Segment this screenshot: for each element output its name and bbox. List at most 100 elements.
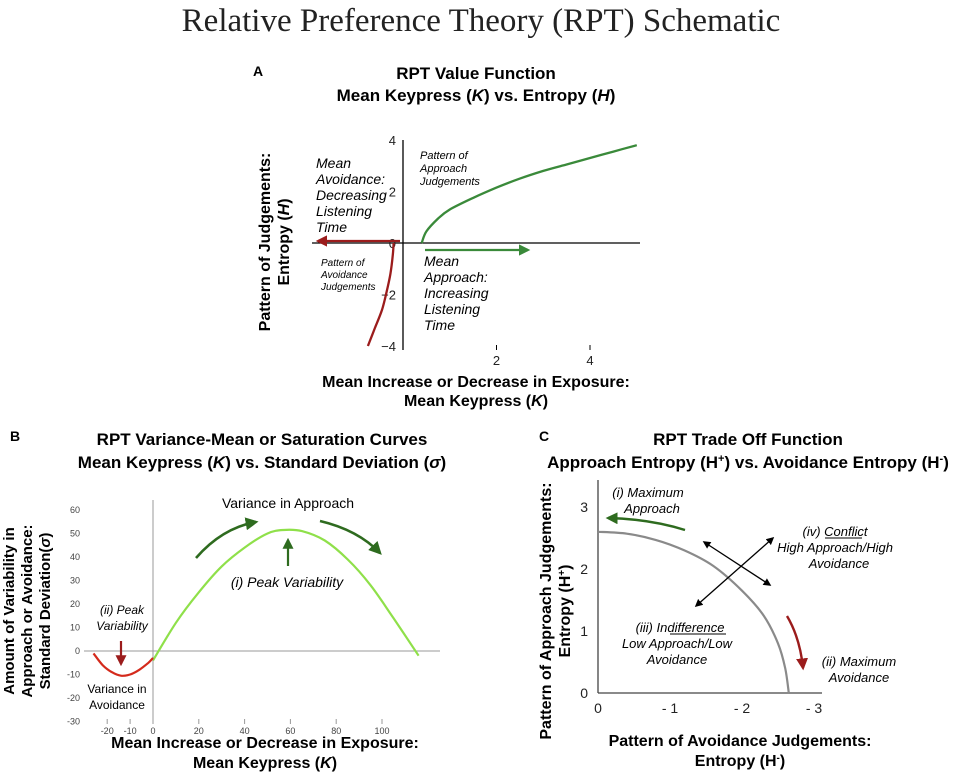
svg-text:Time: Time (424, 317, 455, 333)
panel-a-xtick-label: 2 (493, 353, 500, 368)
panel-b-ylabel-line3: Standard Deviation(σ) (37, 533, 54, 690)
panel-c-xtick-label: - 2 (734, 700, 751, 716)
panel-b-ytick-label: 0 (75, 646, 80, 656)
panel-c-conflict-sub-label: High Approach/High Avoidance (777, 540, 893, 571)
panel-b-xlabel-line1: Mean Increase or Decrease in Exposure: (111, 735, 419, 752)
panel-c-xtick-label: - 3 (806, 700, 823, 716)
panel-b-ytick-label: 20 (70, 599, 80, 609)
panel-b-xtick-label: 80 (331, 726, 341, 736)
figure-title: Relative Preference Theory (RPT) Schemat… (182, 3, 781, 39)
panel-b-xtick-label: 100 (374, 726, 389, 736)
panel-a-avoidance-mean-label: Mean Avoidance: Decreasing Listening Tim… (315, 155, 387, 235)
svg-text:(ii) Peak: (ii) Peak (100, 603, 145, 617)
panel-b-rising-arrow (195, 517, 259, 559)
panel-a-approach-pattern-label: Pattern of Approach Judgements (419, 150, 480, 188)
panel-c-ytick-label: 0 (580, 685, 588, 701)
svg-text:Mean: Mean (424, 253, 459, 269)
panel-b-letter: B (10, 428, 20, 444)
svg-text:Time: Time (316, 219, 347, 235)
svg-text:Listening: Listening (316, 203, 372, 219)
panel-a-xlabel-line1: Mean Increase or Decrease in Exposure: (322, 374, 630, 391)
panel-b-title-line1: RPT Variance-Mean or Saturation Curves (97, 430, 428, 449)
panel-c-ytick-label: 2 (580, 561, 588, 577)
panel-c-diagonal-arrow-2 (694, 536, 775, 608)
panel-a-ytick-label: 2 (389, 185, 396, 200)
panel-b-title-line2: Mean Keypress (K) vs. Standard Deviation… (78, 453, 446, 472)
svg-text:Avoidance: Avoidance (808, 556, 869, 571)
svg-text:(ii) Maximum: (ii) Maximum (822, 654, 897, 669)
panel-b-variance-approach-label: Variance in Approach (222, 495, 354, 511)
panel-b-variance-avoidance-label: Variance in Avoidance (87, 682, 146, 712)
svg-text:Avoidance:: Avoidance: (315, 171, 385, 187)
svg-text:Approach: Approach (419, 163, 467, 175)
svg-text:Variability: Variability (96, 619, 149, 633)
svg-text:Judgements: Judgements (320, 282, 375, 293)
panel-b-ylabel-line1: Amount of Variability in (1, 527, 18, 695)
panel-b-ylabel-line2: Approach or Avoidance: (19, 524, 36, 697)
panel-c: C RPT Trade Off Function Approach Entrop… (538, 428, 949, 770)
panel-c-xtick-label: - 1 (662, 700, 679, 716)
panel-c-max-avoidance-arrow (785, 615, 809, 671)
panel-c-max-approach-arrow (605, 512, 686, 532)
panel-b-xtick-label: -20 (101, 726, 114, 736)
svg-text:Avoidance: Avoidance (646, 652, 707, 667)
panel-a-xlabel-line2: Mean Keypress (K) (404, 393, 548, 410)
svg-text:Pattern of: Pattern of (420, 150, 469, 162)
panel-a-letter: A (253, 63, 263, 79)
panel-a: A RPT Value Function Mean Keypress (K) v… (253, 63, 640, 410)
svg-text:High Approach/High: High Approach/High (777, 540, 893, 555)
panel-c-diagonal-arrow-1 (702, 541, 772, 586)
panel-c-xtick-label: 0 (594, 700, 602, 716)
panel-c-max-avoidance-label: (ii) Maximum Avoidance (822, 654, 897, 685)
panel-b-ytick-label: -30 (67, 717, 80, 727)
panel-b-xtick-label: 0 (150, 726, 155, 736)
panel-c-xlabel-line1: Pattern of Avoidance Judgements: (609, 733, 872, 750)
svg-text:Listening: Listening (424, 301, 480, 317)
panel-b-xtick-label: 40 (240, 726, 250, 736)
panel-b-ytick-label: 40 (70, 552, 80, 562)
panel-a-ytick-label: −2 (381, 288, 396, 303)
svg-text:Approach: Approach (623, 501, 680, 516)
panel-b-peak-variability-label: (i) Peak Variability (231, 574, 344, 590)
svg-text:Avoidance: Avoidance (320, 270, 368, 281)
panel-a-approach-curve (420, 144, 638, 244)
panel-a-avoidance-curve (366, 242, 395, 347)
panel-c-letter: C (539, 428, 549, 444)
svg-text:Judgements: Judgements (419, 176, 480, 188)
svg-text:Avoidance: Avoidance (828, 670, 889, 685)
panel-c-indifference-title: (iii) Indifference (636, 620, 725, 635)
panel-b-approach-curve (152, 528, 420, 661)
panel-c-ticks: 0 1 2 3 0 - 1 - 2 - 3 (580, 499, 822, 716)
svg-text:Variance in: Variance in (87, 682, 146, 696)
svg-text:Low Approach/Low: Low Approach/Low (622, 636, 734, 651)
panel-c-title-line1: RPT Trade Off Function (653, 430, 843, 449)
panel-a-ytick-label: 0 (389, 236, 396, 251)
svg-text:Mean: Mean (316, 155, 351, 171)
panel-c-indifference-sub-label: Low Approach/Low Avoidance (622, 636, 734, 667)
panel-a-ylabel-line2: Entropy (H) (276, 198, 293, 285)
panel-c-ytick-label: 1 (580, 623, 588, 639)
panel-b-ytick-label: 30 (70, 576, 80, 586)
panel-a-avoidance-pattern-label: Pattern of Avoidance Judgements (320, 258, 375, 293)
panel-b: B RPT Variance-Mean or Saturation Curves… (1, 428, 446, 772)
svg-text:Approach:: Approach: (423, 269, 488, 285)
panel-b-avoidance-curve (92, 652, 154, 677)
panel-b-ytick-label: -20 (67, 693, 80, 703)
svg-text:Increasing: Increasing (424, 285, 489, 301)
panel-a-title-line2: Mean Keypress (K) vs. Entropy (H) (337, 86, 616, 105)
panel-b-xtick-label: 60 (285, 726, 295, 736)
panel-a-ytick-label: 4 (389, 133, 396, 148)
svg-text:Decreasing: Decreasing (316, 187, 387, 203)
panel-b-xlabel-line2: Mean Keypress (K) (193, 755, 337, 772)
panel-c-xlabel-line2: Entropy (H-) (695, 753, 785, 771)
panel-b-xtick-label: 20 (194, 726, 204, 736)
panel-a-ylabel-line1: Pattern of Judgements: (257, 153, 274, 332)
panel-c-tradeoff-curve (597, 530, 790, 694)
panel-c-conflict-label: (iv) Conflict (802, 524, 868, 539)
panel-c-ytick-label: 3 (580, 499, 588, 515)
panel-b-ytick-label: 10 (70, 623, 80, 633)
panel-b-falling-arrow (319, 519, 382, 555)
